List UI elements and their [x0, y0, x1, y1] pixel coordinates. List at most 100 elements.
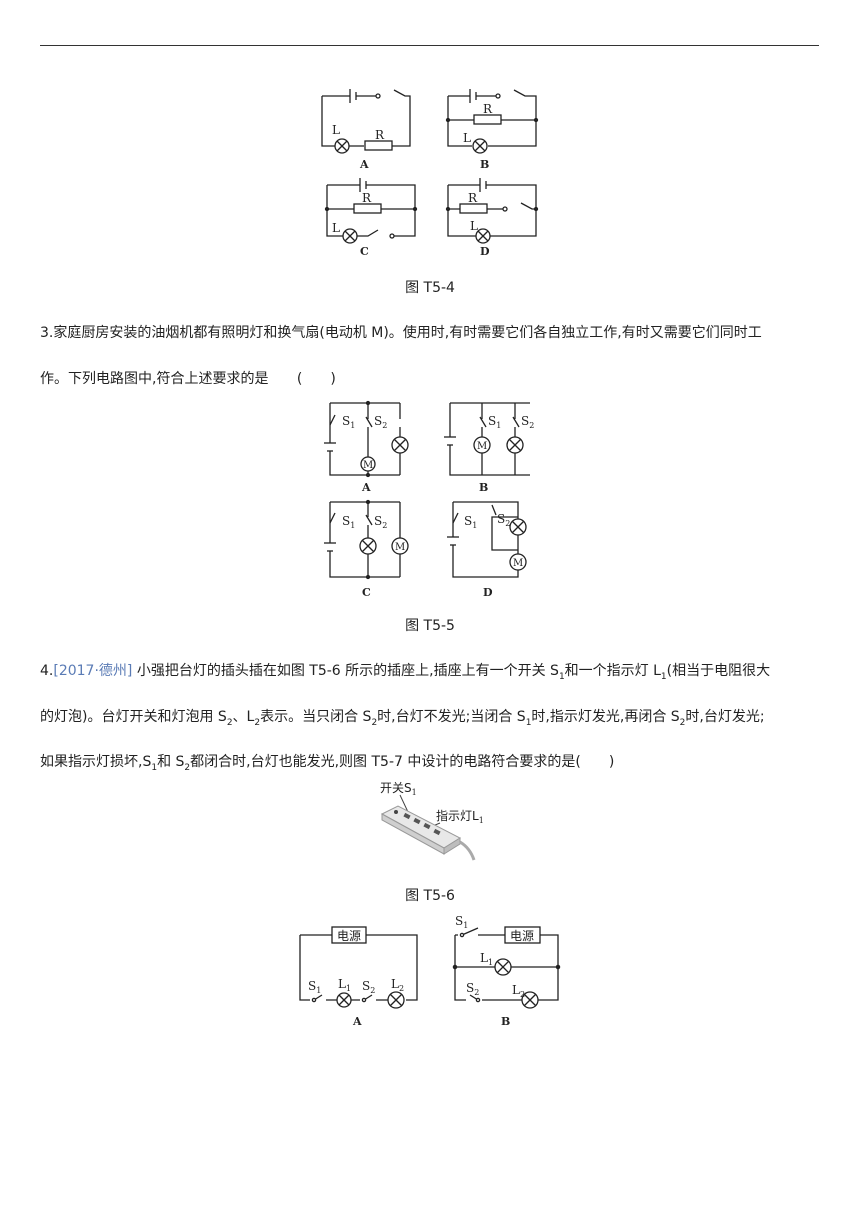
motor-label: M [363, 460, 373, 471]
question3-text: 作。下列电路图中,符合上述要求的是 [40, 371, 269, 387]
switch-contact-icon [375, 93, 381, 99]
lamp-icon [509, 518, 527, 536]
lamp-l2-icon [521, 991, 539, 1009]
question4-line1: 4.[2017·德州] 小强把台灯的插头插在如图 T5-6 所示的插座上,插座上… [40, 660, 820, 682]
l2-label: L2 [512, 983, 525, 999]
switch-label-s2: S2 [521, 414, 534, 430]
option-label-d: D [480, 245, 490, 258]
option-label-c: C [362, 586, 371, 599]
subscript: 1 [558, 671, 565, 682]
circuit-t5-4-b: R L B [445, 89, 539, 171]
circuit-t5-7-b: 电源 S1 L1 S2 L2 B [452, 914, 561, 1028]
circuit-t5-4-a: R L A [321, 89, 411, 171]
resistor-label: R [483, 102, 493, 116]
q4-text: 小强把台灯的插头插在如图 T5-6 所示的插座上,插座上有一个开关 S [136, 663, 559, 679]
option-label-b: B [501, 1015, 510, 1028]
option-label-a: A [361, 481, 371, 494]
q4-text: 表示。当只闭合 S [260, 709, 372, 725]
option-label-b: B [480, 158, 489, 171]
option-label-c: C [360, 245, 369, 258]
circuit-t5-7-a: 电源 S1 L1 S2 L2 A [299, 926, 418, 1028]
l2-label: L2 [391, 977, 404, 993]
figure-t5-4: R L A R L B R L C [300, 80, 560, 265]
s2-label: S2 [466, 981, 479, 997]
subscript: 2 [679, 717, 686, 728]
s1-label: S1 [308, 979, 321, 995]
indicator-l1-label: 指示灯L1 [436, 808, 484, 825]
question4-line3: 如果指示灯损坏,S1和 S2都闭合时,台灯也能发光,则图 T5-7 中设计的电路… [40, 751, 820, 773]
lamp-icon [342, 228, 358, 244]
subscript: 2 [184, 762, 191, 773]
subscript: 1 [525, 717, 532, 728]
lamp-label: L [463, 131, 471, 145]
q4-text: (相当于电阻很大 [666, 663, 771, 679]
l1-label: L1 [480, 951, 493, 967]
option-label-d: D [483, 586, 493, 599]
caption-t5-5: 图 T5-5 [405, 618, 455, 634]
option-label-a: A [359, 158, 369, 171]
lamp-label: L [470, 219, 478, 233]
switch-label-s2: S2 [374, 414, 387, 430]
motor-label: M [395, 542, 405, 553]
resistor-icon [364, 140, 393, 151]
lamp-label: L [332, 221, 340, 235]
motor-icon [473, 436, 491, 454]
caption-t5-6: 图 T5-6 [405, 888, 455, 904]
q4-text: 时,指示灯发光,再闭合 S [531, 709, 680, 725]
s2-label: S2 [362, 979, 375, 995]
motor-label: M [513, 558, 523, 569]
resistor-label: R [468, 191, 478, 205]
switch-label-s2: S2 [497, 512, 510, 528]
resistor-label: R [362, 191, 372, 205]
header-rule [40, 45, 819, 46]
answer-blank: ( ) [296, 371, 336, 387]
caption-t5-4: 图 T5-4 [405, 280, 455, 296]
circuit-t5-5-a: M S1 S2 A [324, 400, 409, 494]
resistor-icon [459, 203, 488, 214]
resistor-icon [353, 203, 382, 214]
switch-label-s2: S2 [374, 514, 387, 530]
resistor-icon [473, 114, 502, 125]
lamp-icon [334, 138, 350, 154]
lamp-icon [475, 228, 491, 244]
subscript: 1 [151, 762, 158, 773]
question3-line2: 作。下列电路图中,符合上述要求的是 ( ) [40, 368, 820, 388]
lamp-icon [359, 537, 377, 555]
subscript: 2 [371, 717, 378, 728]
circuit-t5-5-d: M S1 S2 D [447, 501, 527, 599]
switch-label-s1: S1 [342, 414, 355, 430]
s1-label: S1 [455, 914, 468, 930]
subscript: 2 [226, 717, 233, 728]
lamp-icon [472, 138, 488, 154]
lamp-l2-icon [387, 991, 405, 1009]
switch-label-s1: S1 [342, 514, 355, 530]
switch-label-s1: S1 [464, 514, 477, 530]
pointer-line [399, 794, 409, 813]
power-source-box [504, 926, 541, 944]
circuit-t5-4-c: R L C [324, 178, 418, 258]
question-number: 4. [40, 663, 54, 679]
lamp-l1-icon [336, 992, 352, 1008]
option-label-a: A [352, 1015, 362, 1028]
circuit-t5-4-d: R L D [445, 178, 539, 258]
q4-text: 如果指示灯损坏,S [40, 754, 152, 770]
q4-text: 时,台灯不发光;当闭合 S [377, 709, 526, 725]
question3-line1: 3.家庭厨房安装的油烟机都有照明灯和换气扇(电动机 M)。使用时,有时需要它们各… [40, 325, 762, 341]
switch-contact-icon [495, 93, 501, 99]
question-source: [2017·德州] [53, 663, 133, 679]
power-source-box [331, 926, 367, 944]
power-label: 电源 [337, 929, 361, 943]
l1-label: L1 [338, 977, 351, 993]
q4-text: 和一个指示灯 L [564, 663, 661, 679]
figure-t5-7: 电源 S1 L1 S2 L2 A 电源 S1 L1 S2 L2 B [290, 910, 570, 1035]
motor-icon [509, 553, 527, 571]
q4-text: 都闭合时,台灯也能发光,则图 T5-7 中设计的电路符合要求的是( ) [190, 754, 615, 770]
figure-t5-6: 开关S1 指示灯L1 [370, 776, 500, 866]
circuit-t5-5-b: M S1 S2 B [444, 402, 534, 494]
q4-text: 时,台灯发光; [685, 709, 765, 725]
resistor-label: R [375, 128, 385, 142]
switch-label-s1: S1 [488, 414, 501, 430]
motor-label: M [477, 441, 487, 452]
q4-text: 的灯泡)。台灯开关和灯泡用 S [40, 709, 227, 725]
q4-text: 和 S [157, 754, 185, 770]
